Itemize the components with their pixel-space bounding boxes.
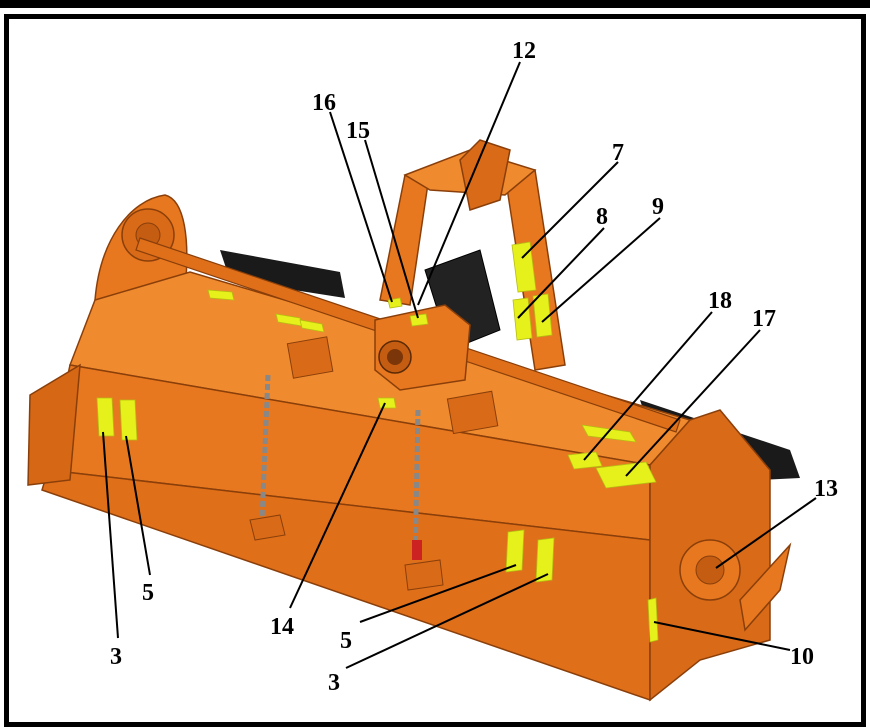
decal-16 [387, 297, 403, 309]
callout-13: 13 [814, 476, 838, 502]
decal-15 [409, 313, 429, 327]
callout-9: 9 [652, 194, 664, 220]
decal-7 [511, 241, 537, 293]
leader-9 [541, 217, 661, 323]
callout-5-left: 5 [142, 580, 154, 606]
decal-18 [567, 451, 603, 470]
leader-8 [517, 227, 605, 319]
left-chain-bracket [249, 514, 286, 541]
decal-top-a [581, 424, 637, 443]
leader-10 [653, 621, 791, 651]
callout-leader-lines [102, 61, 817, 669]
callout-18: 18 [708, 288, 732, 314]
rear-blade-left [220, 250, 345, 298]
hitch-top-link-plate [459, 139, 511, 211]
decal-10 [647, 597, 659, 643]
callout-5-right: 5 [340, 628, 352, 654]
leader-16 [329, 111, 393, 303]
decal-top-b [207, 289, 235, 301]
callout-12: 12 [512, 38, 536, 64]
leader-3-right [345, 573, 549, 669]
callout-15: 15 [346, 118, 370, 144]
leader-18 [583, 311, 713, 461]
callout-8: 8 [596, 204, 608, 230]
leader-17 [625, 329, 761, 477]
leader-3-left [102, 431, 119, 639]
leader-5-left [125, 435, 151, 576]
callout-17: 17 [752, 306, 776, 332]
callout-7: 7 [612, 140, 624, 166]
leader-7 [521, 161, 619, 259]
right-chain [412, 409, 421, 566]
right-skid-shoe [739, 542, 792, 632]
decal-14 [377, 397, 397, 409]
rotary-tiller-illustration [27, 139, 800, 702]
callout-14: 14 [270, 614, 294, 640]
top-border-bar [0, 0, 870, 8]
callout-3-left: 3 [110, 644, 122, 670]
leader-14 [289, 402, 386, 609]
left-side-flap [27, 363, 81, 486]
right-chain-spring [412, 540, 422, 560]
decal-3-right [535, 537, 555, 583]
left-chain [259, 374, 271, 521]
leader-15 [364, 139, 419, 319]
leader-12 [417, 61, 521, 306]
decal-5-left [119, 399, 138, 441]
hitch-tower-right-leg [504, 169, 566, 371]
decal-9 [532, 293, 553, 338]
hitch-tower-left-leg [379, 169, 431, 306]
callout-10: 10 [790, 644, 814, 670]
callout-16: 16 [312, 90, 336, 116]
decal-5-right [505, 529, 525, 573]
right-lower-hitch [446, 390, 499, 435]
right-bearing-hub [695, 555, 725, 585]
decal-3-left [96, 397, 115, 437]
callout-numbers: 12 16 15 7 8 9 18 17 13 10 5 3 14 5 3 [110, 38, 838, 696]
pto-input-hole [387, 349, 403, 365]
callout-3-right: 3 [328, 670, 340, 696]
leader-13 [715, 497, 817, 569]
decal-top-d [299, 319, 325, 333]
leader-5-right [359, 564, 517, 623]
right-chain-bracket [404, 559, 444, 591]
left-lower-hitch [286, 336, 334, 379]
